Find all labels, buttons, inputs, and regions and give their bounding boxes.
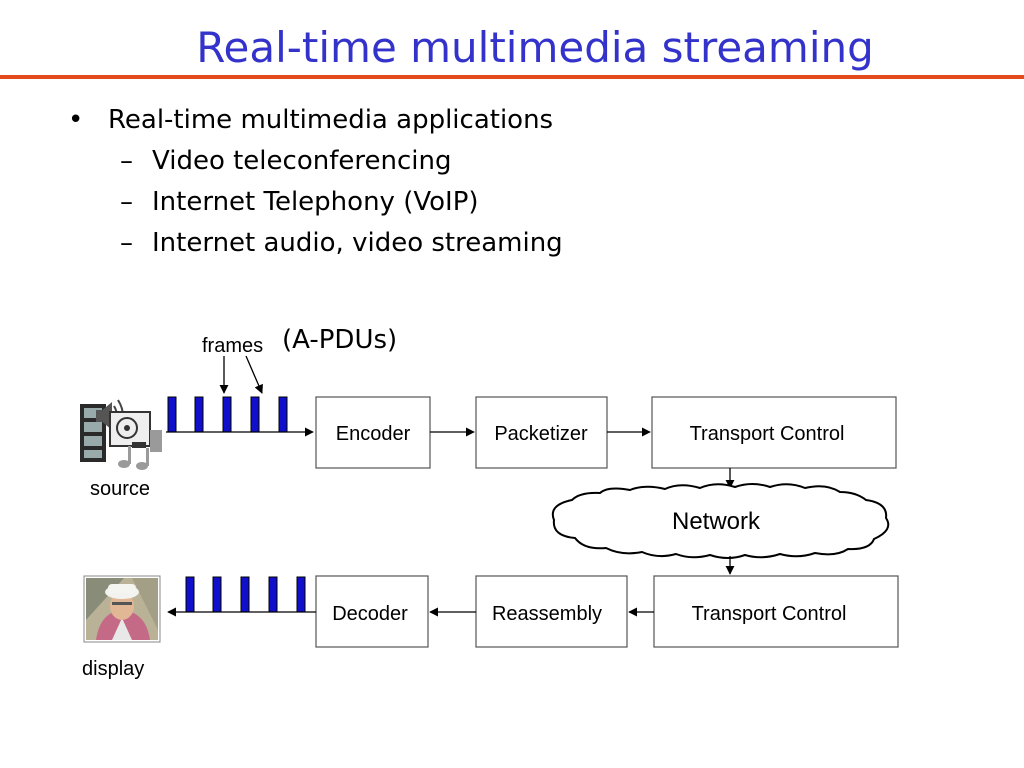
reassembly-label: Reassembly — [492, 603, 602, 625]
frame-mark — [296, 576, 306, 613]
network-cloud — [551, 483, 890, 559]
frame-mark — [278, 396, 288, 433]
frames-pointer-arrow — [245, 355, 263, 394]
frame-mark — [212, 576, 222, 613]
decoder-box — [315, 575, 429, 648]
receiver-transport-control-box — [653, 575, 899, 648]
frame-mark — [222, 396, 232, 433]
apdus-label: (A-PDUs) — [282, 325, 397, 355]
multimedia-source-icon — [80, 399, 162, 470]
frame-mark — [240, 576, 250, 613]
network-label: Network — [672, 508, 761, 535]
frame-mark — [250, 396, 260, 433]
dash-mark: – — [120, 146, 133, 176]
source-label: source — [90, 478, 150, 500]
sub-bullet-text: Internet Telephony (VoIP) — [152, 187, 479, 217]
encoder-box — [315, 396, 431, 469]
sub-bullet-text: Video teleconferencing — [152, 146, 452, 176]
dash-mark: – — [120, 187, 133, 217]
sender-frames — [167, 396, 288, 433]
frame-mark — [185, 576, 195, 613]
dash-mark: – — [120, 228, 133, 258]
bullet-mark: • — [68, 105, 84, 135]
receiver-frames — [185, 576, 306, 613]
sender-transport-control-box — [651, 396, 897, 469]
receiver-transport-control-label: Transport Control — [692, 603, 847, 625]
frames-label: frames — [202, 335, 263, 357]
frame-mark — [194, 396, 204, 433]
title-divider — [0, 75, 1024, 79]
frame-mark — [167, 396, 177, 433]
frame-mark — [268, 576, 278, 613]
slide-title: Real-time multimedia streaming — [196, 23, 874, 72]
bullet-text: Real-time multimedia applications — [108, 105, 554, 135]
display-label: display — [82, 658, 144, 680]
encoder-label: Encoder — [336, 423, 411, 445]
decoder-label: Decoder — [332, 603, 408, 625]
sender-transport-control-label: Transport Control — [690, 423, 845, 445]
sub-bullet-text: Internet audio, video streaming — [152, 228, 563, 258]
person-photo-icon — [83, 575, 161, 643]
packetizer-label: Packetizer — [494, 423, 588, 445]
